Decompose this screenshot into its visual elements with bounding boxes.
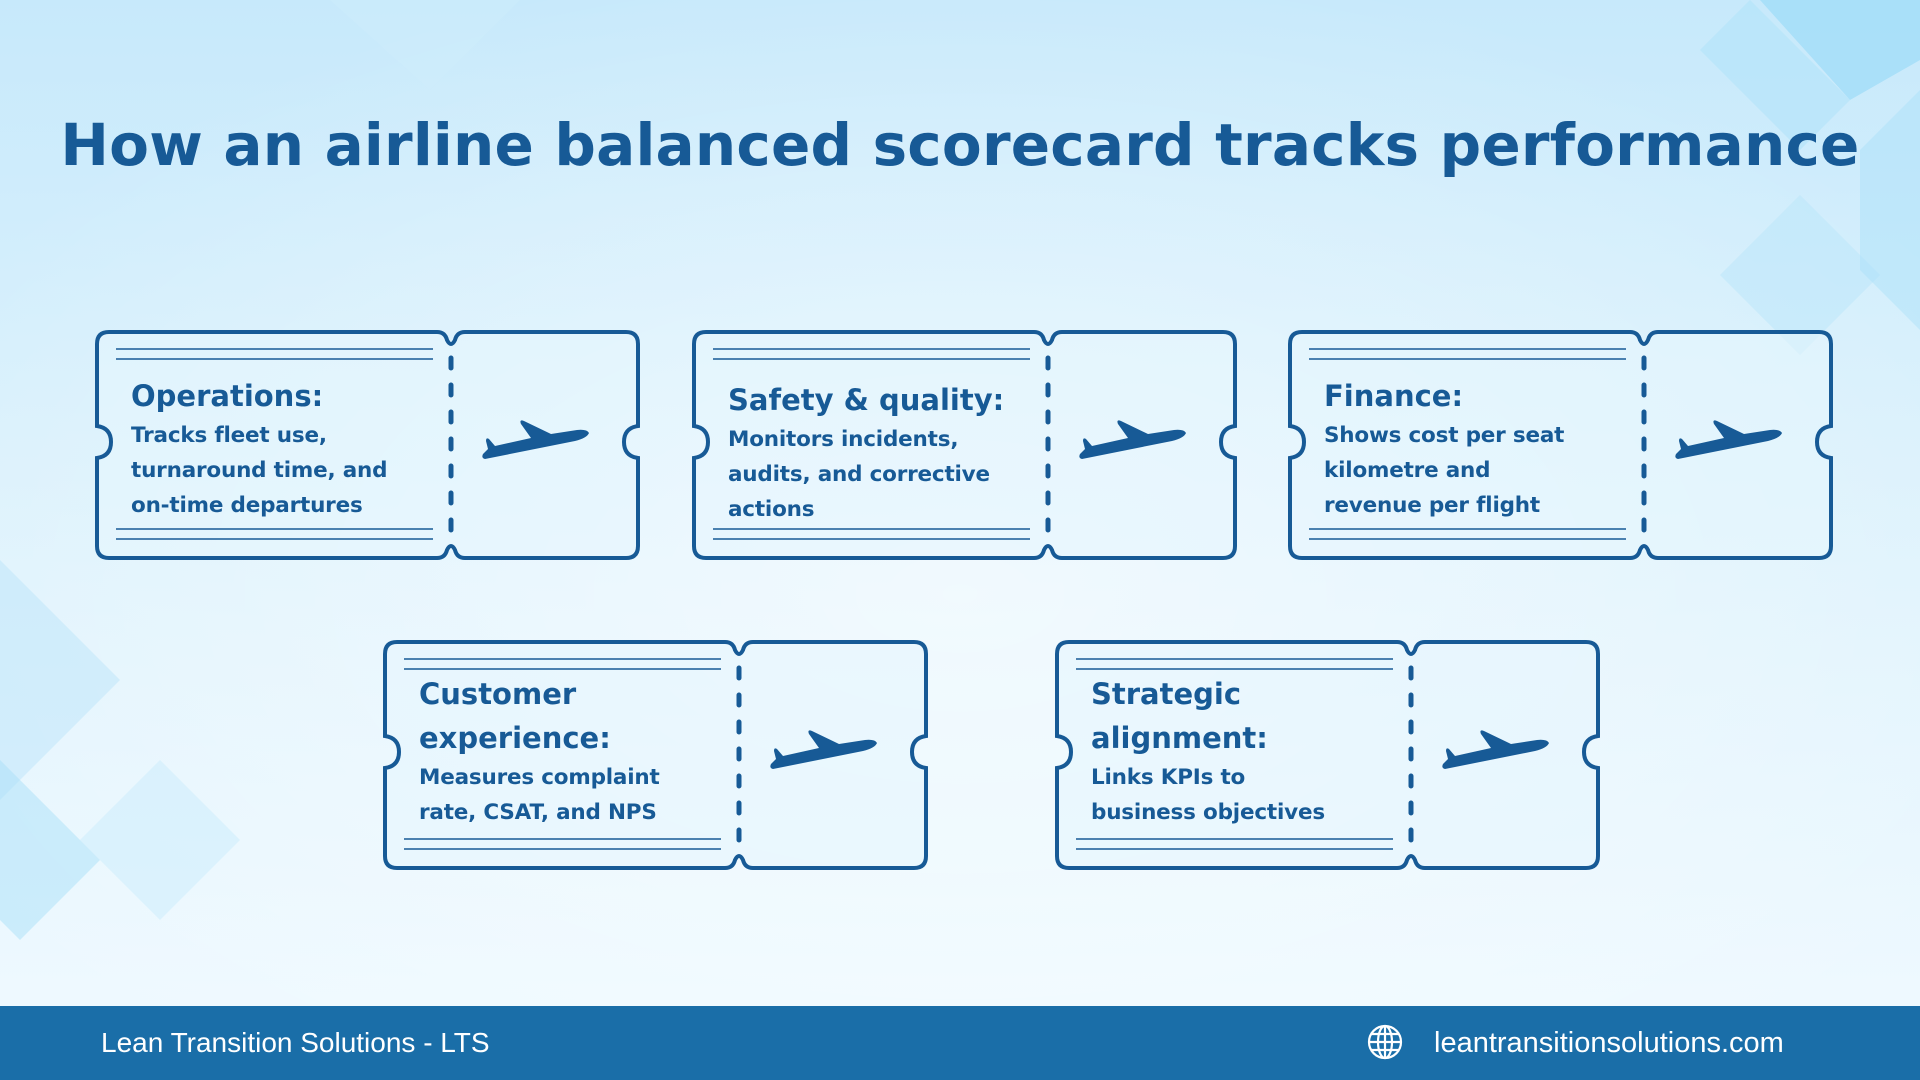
card-body-line: Monitors incidents, [728,427,959,452]
card-heading: Safety & quality: [728,383,1005,417]
card-body-line: actions [728,497,815,522]
card-body-line: rate, CSAT, and NPS [419,800,657,825]
card-heading: Operations: [131,379,324,413]
card-text: Strategic alignment: Links KPIs to busin… [1091,672,1396,830]
organization-name: Lean Transition Solutions - LTS [101,1027,490,1058]
card-finance: Finance: Shows cost per seat kilometre a… [1288,330,1833,560]
airplane-icon [482,420,589,459]
card-text: Safety & quality: Monitors incidents, au… [728,378,1033,527]
card-body-line: Tracks fleet use, [131,423,327,448]
ticket-outline [95,330,640,560]
airplane-icon [1675,420,1782,459]
card-body-line: turnaround time, and [131,458,388,483]
footer-bar: Lean Transition Solutions - LTS leantran… [0,1006,1920,1080]
globe-icon [1367,1024,1403,1060]
card-heading: experience: [419,721,611,755]
ticket-outline [383,640,928,870]
airplane-icon [1079,420,1186,459]
page-title: How an airline balanced scorecard tracks… [60,111,1860,179]
card-body-line: kilometre and [1324,458,1491,483]
card-body-line: audits, and corrective [728,462,990,487]
card-heading: Strategic [1091,677,1242,711]
card-body-line: Links KPIs to [1091,765,1246,790]
airplane-icon [1442,730,1549,769]
card-operations: Operations: Tracks fleet use, turnaround… [95,330,640,560]
ticket-outline [1055,640,1600,870]
card-heading: alignment: [1091,721,1268,755]
card-heading: Customer [419,677,577,711]
card-body-line: revenue per flight [1324,493,1540,518]
card-body-line: Measures complaint [419,765,660,790]
card-heading: Finance: [1324,379,1464,413]
ticket-outline [692,330,1237,560]
card-body-line: Shows cost per seat [1324,423,1565,448]
card-safety-quality: Safety & quality: Monitors incidents, au… [692,330,1237,560]
card-body-line: on-time departures [131,493,363,518]
card-customer-experience: Customer experience: Measures complaint … [383,640,928,870]
ticket-outline [1288,330,1833,560]
card-text: Customer experience: Measures complaint … [419,672,724,830]
card-strategic-alignment: Strategic alignment: Links KPIs to busin… [1055,640,1600,870]
website-link[interactable]: leantransitionsolutions.com [1434,1027,1784,1059]
card-text: Finance: Shows cost per seat kilometre a… [1324,374,1629,523]
airplane-icon [770,730,877,769]
card-text: Operations: Tracks fleet use, turnaround… [131,374,436,523]
card-body-line: business objectives [1091,800,1325,825]
